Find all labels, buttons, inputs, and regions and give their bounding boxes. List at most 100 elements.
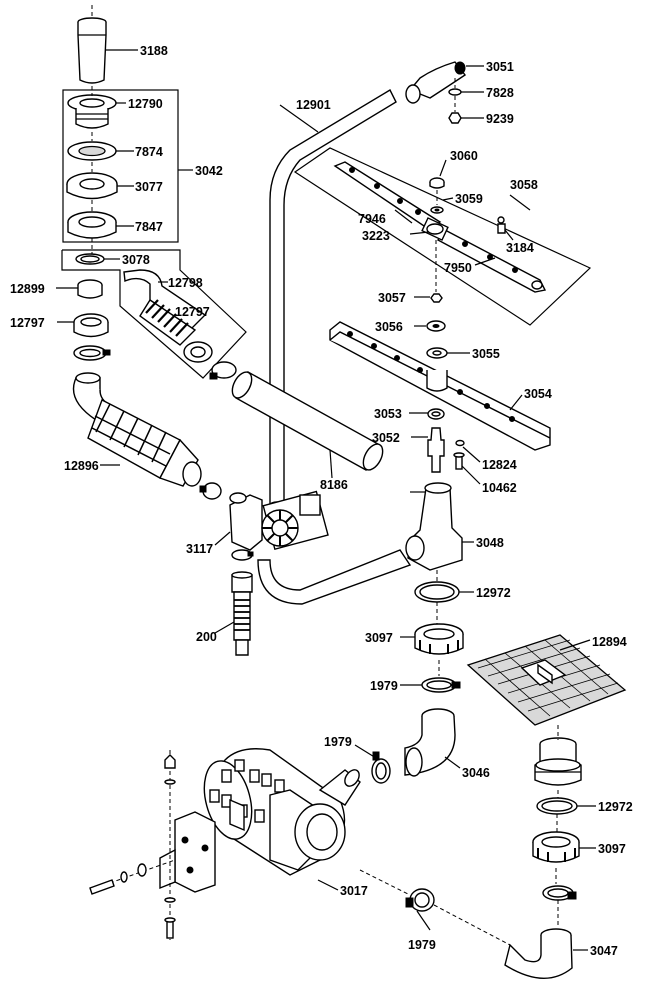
label-3054: 3054 (524, 387, 552, 401)
part-3077 (66, 172, 134, 200)
part-screen-12894 (466, 634, 627, 726)
part-3097-top (400, 623, 464, 655)
label-3097-bottom: 3097 (598, 842, 626, 856)
part-3048 (405, 482, 474, 571)
label-12797-right: 12797 (175, 305, 210, 319)
label-3052: 3052 (372, 431, 400, 445)
part-hose-8186 (231, 371, 384, 479)
label-1979-c: 1979 (408, 938, 436, 952)
part-7874 (67, 141, 134, 161)
label-3046: 3046 (462, 766, 490, 780)
group-box-3042 (62, 89, 179, 243)
part-clamp-bottom (542, 885, 577, 901)
part-3051 (405, 61, 484, 104)
part-3184 (497, 216, 514, 241)
part-pump-3117 (214, 490, 329, 551)
group-box-12798 (61, 249, 247, 379)
part-12972-top (414, 581, 474, 603)
label-3056: 3056 (375, 320, 403, 334)
part-elbow-3047 (504, 928, 588, 979)
part-12798-hose (123, 269, 213, 363)
part-filter-12896 (72, 372, 202, 487)
label-3055: 3055 (472, 347, 500, 361)
part-3052 (411, 427, 445, 473)
part-3056 (414, 320, 446, 332)
part-clamp-1979-a (400, 677, 461, 693)
part-clamp-pump (231, 549, 254, 561)
part-3078 (75, 253, 120, 265)
label-7828: 7828 (486, 86, 514, 100)
label-12894: 12894 (592, 635, 627, 649)
label-8186: 8186 (320, 478, 348, 492)
part-12790 (67, 94, 126, 129)
part-clamp-mid (209, 361, 237, 380)
part-10462 (453, 452, 481, 485)
label-12899: 12899 (10, 282, 45, 296)
label-3059: 3059 (455, 192, 483, 206)
part-12824 (455, 439, 481, 463)
label-3048: 3048 (476, 536, 504, 550)
label-12790: 12790 (128, 97, 163, 111)
part-12899 (56, 279, 103, 299)
label-12824: 12824 (482, 458, 517, 472)
part-upper-spray-arm (333, 161, 547, 293)
label-12896: 12896 (64, 459, 99, 473)
part-clamp-left (73, 345, 111, 361)
part-elbow-3046 (404, 708, 461, 777)
label-7946: 7946 (358, 212, 386, 226)
part-9239 (448, 96, 484, 124)
part-clamp-1979-b (354, 744, 391, 784)
part-clamp-1979-c (405, 888, 435, 931)
part-3055 (426, 347, 470, 359)
part-7847 (67, 211, 134, 239)
label-3078: 3078 (122, 253, 150, 267)
part-12797-left (57, 313, 109, 338)
part-200 (214, 571, 253, 656)
label-12972-top: 12972 (476, 586, 511, 600)
part-clamp-filter (199, 482, 222, 500)
part-motor-bracket (159, 798, 245, 893)
label-3053: 3053 (374, 407, 402, 421)
label-1979-a: 1979 (370, 679, 398, 693)
part-3053 (409, 408, 445, 420)
label-3017: 3017 (340, 884, 368, 898)
part-pipe-connect (257, 549, 412, 605)
label-3058: 3058 (510, 178, 538, 192)
part-cap-3188 (77, 5, 138, 84)
label-3051: 3051 (486, 60, 514, 74)
part-spray-arm-3054 (329, 321, 551, 451)
label-3223: 3223 (362, 229, 390, 243)
label-3117: 3117 (186, 542, 213, 556)
label-3042: 3042 (195, 164, 223, 178)
part-3057 (414, 293, 443, 303)
label-10462: 10462 (482, 481, 517, 495)
part-3059 (430, 197, 454, 214)
label-12972-bottom: 12972 (598, 800, 633, 814)
label-3184: 3184 (506, 241, 534, 255)
label-200: 200 (196, 630, 217, 644)
label-3047: 3047 (590, 944, 618, 958)
part-7828 (448, 78, 484, 96)
part-screws-bolt (89, 859, 176, 895)
part-motor-3017 (203, 748, 361, 891)
label-7847: 7847 (135, 220, 163, 234)
label-3077: 3077 (135, 180, 163, 194)
part-3060 (429, 159, 447, 205)
label-3188: 3188 (140, 44, 168, 58)
label-3060: 3060 (450, 149, 478, 163)
label-12798: 12798 (168, 276, 203, 290)
part-drain-housing (534, 737, 582, 786)
part-screws-left (164, 754, 176, 939)
label-3097-top: 3097 (365, 631, 393, 645)
label-3057: 3057 (378, 291, 406, 305)
part-3097-bottom (532, 831, 596, 863)
label-7874: 7874 (135, 145, 163, 159)
group-box-3058 (293, 147, 592, 326)
label-12901: 12901 (296, 98, 331, 112)
part-12972-bottom (536, 797, 596, 815)
label-9239: 9239 (486, 112, 514, 126)
label-1979-b: 1979 (324, 735, 352, 749)
label-7950: 7950 (444, 261, 472, 275)
